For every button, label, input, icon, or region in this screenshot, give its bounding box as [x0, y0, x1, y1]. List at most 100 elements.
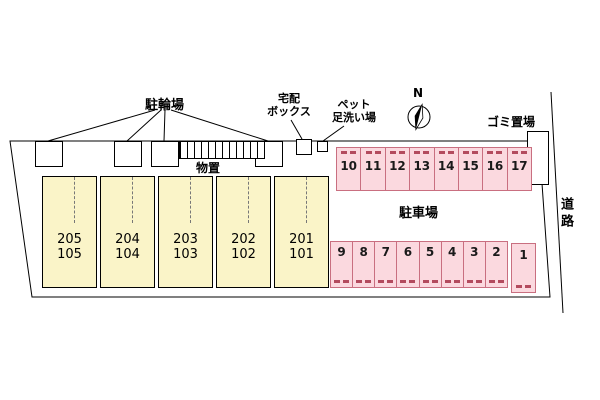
unit-number-upper: 204 — [115, 232, 140, 247]
parking-space: 16 — [482, 147, 508, 191]
storage-shed — [179, 141, 265, 159]
unit-partition-dashed-line — [73, 177, 75, 223]
pet-wash-label-line1: ペット — [337, 98, 371, 111]
parking-space-number: 9 — [337, 245, 346, 259]
pet-wash-label-line2: 足洗い場 — [332, 111, 376, 124]
unit-number-upper: 201 — [289, 232, 314, 247]
parking-space: 5 — [418, 241, 442, 288]
unit-203-103: 203 103 — [158, 176, 213, 288]
wheel-stopper-mark — [365, 151, 372, 154]
unit-204-104: 204 104 — [100, 176, 155, 288]
parking-space-number: 5 — [425, 245, 435, 259]
building-units: 205 105 204 104 203 103 202 102 — [42, 176, 329, 288]
wheel-stoppers — [410, 151, 433, 154]
wheel-stopper-mark — [487, 151, 494, 154]
unit-number-upper: 202 — [231, 232, 256, 247]
wheel-stopper-mark — [334, 280, 341, 283]
parking-space: 7 — [374, 241, 398, 288]
parking-space-number: 11 — [364, 159, 382, 173]
parking-space: 6 — [396, 241, 420, 288]
wheel-stopper-mark — [431, 280, 438, 283]
parking-space-number: 1 — [519, 248, 528, 262]
bicycle-pointer-line — [47, 109, 156, 142]
parking-row-bottom: 9 8 7 6 5 4 3 2 — [330, 241, 508, 288]
unit-number: 205 105 — [43, 232, 96, 262]
wheel-stoppers — [459, 151, 482, 154]
wheel-stopper-mark — [409, 280, 416, 283]
wheel-stopper-mark — [398, 151, 405, 154]
unit-partition-dashed-line — [131, 177, 133, 223]
wheel-stoppers — [386, 151, 409, 154]
parking-space-number: 6 — [403, 245, 413, 259]
unit-number-lower: 103 — [173, 247, 198, 262]
unit-partition-dashed-line — [189, 177, 191, 223]
wheel-stopper-mark — [423, 151, 430, 154]
wheel-stopper-mark — [400, 280, 407, 283]
unit-205-105: 205 105 — [42, 176, 97, 288]
wheel-stopper-mark — [496, 151, 503, 154]
pet-wash-label: ペット 足洗い場 — [331, 98, 377, 124]
wheel-stopper-mark — [520, 151, 527, 154]
wheel-stopper-mark — [463, 151, 470, 154]
wheel-stopper-mark — [365, 280, 372, 283]
unit-number-lower: 102 — [231, 247, 256, 262]
parking-space: 1 — [511, 243, 536, 293]
unit-number: 201 101 — [275, 232, 328, 262]
unit-number-upper: 205 — [57, 232, 82, 247]
unit-partition-dashed-line — [247, 177, 249, 223]
unit-number: 203 103 — [159, 232, 212, 262]
unit-number-lower: 101 — [289, 247, 314, 262]
wheel-stoppers — [442, 280, 463, 283]
parking-space: 11 — [360, 147, 386, 191]
wheel-stopper-mark — [447, 151, 454, 154]
bicycle-rack — [151, 141, 179, 167]
bicycle-rack — [35, 141, 63, 167]
wheel-stopper-mark — [422, 280, 429, 283]
parking-space-number: 2 — [492, 245, 501, 259]
wheel-stopper-mark — [374, 151, 381, 154]
wheel-stoppers — [483, 151, 506, 154]
wheel-stopper-mark — [516, 285, 522, 288]
delivery-box-label-line2: ボックス — [267, 105, 311, 118]
parking-space: 14 — [433, 147, 459, 191]
parking-space: 3 — [462, 241, 486, 288]
parking-space-number: 7 — [381, 245, 390, 259]
wheel-stopper-mark — [466, 280, 473, 283]
parking-space: 10 — [336, 147, 362, 191]
compass-needle-dark-half — [415, 104, 423, 130]
unit-number: 204 104 — [101, 232, 154, 262]
parking-space-number: 8 — [359, 245, 368, 259]
wheel-stopper-mark — [387, 280, 394, 283]
compass-north-label: N — [413, 86, 424, 100]
parking-space-number: 3 — [470, 245, 479, 259]
wheel-stoppers — [397, 280, 418, 283]
parking-space: 9 — [330, 241, 354, 288]
wheel-stoppers — [353, 280, 374, 283]
parking-space: 12 — [384, 147, 411, 191]
wheel-stoppers — [512, 285, 535, 288]
parking-lot-label: 駐車場 — [399, 206, 439, 221]
wheel-stopper-mark — [475, 280, 482, 283]
delivery-box-label-line1: 宅配 — [278, 92, 300, 105]
wheel-stopper-mark — [525, 285, 531, 288]
wheel-stopper-mark — [444, 280, 451, 283]
wheel-stoppers — [361, 151, 384, 154]
unit-number-lower: 105 — [57, 247, 82, 262]
compass — [407, 103, 431, 131]
unit-number-upper: 203 — [173, 232, 198, 247]
delivery-box-pointer-line — [290, 119, 303, 140]
delivery-box — [296, 139, 312, 155]
wheel-stopper-mark — [472, 151, 479, 154]
wheel-stopper-mark — [356, 280, 363, 283]
pet-wash-station — [317, 141, 328, 152]
wheel-stoppers — [337, 151, 360, 154]
wheel-stopper-mark — [511, 151, 518, 154]
wheel-stopper-mark — [378, 280, 385, 283]
unit-number: 202 102 — [217, 232, 270, 262]
wheel-stopper-mark — [414, 151, 421, 154]
parking-row-top: 10 11 12 13 14 15 16 17 — [336, 147, 532, 191]
delivery-box-label: 宅配 ボックス — [266, 92, 312, 118]
parking-space-number: 15 — [462, 159, 479, 173]
parking-space-number: 17 — [510, 159, 528, 173]
